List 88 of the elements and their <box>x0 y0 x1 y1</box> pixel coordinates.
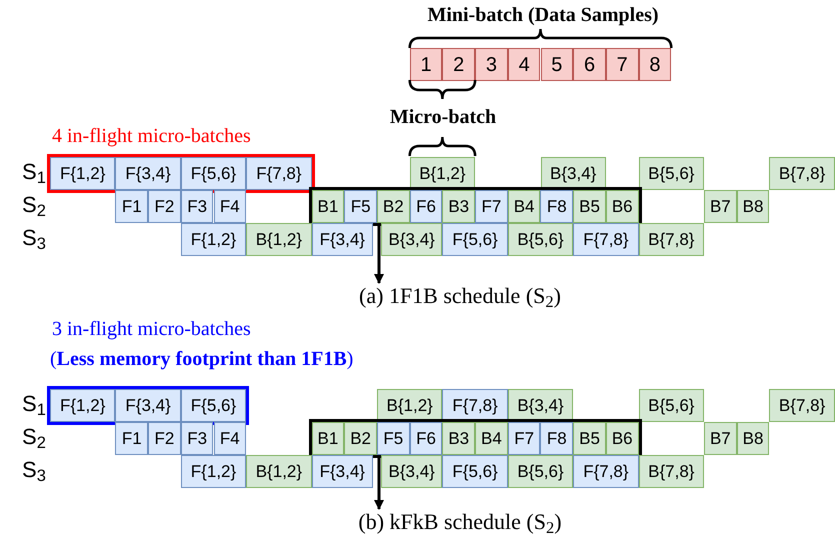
backward-pass-block: B3 <box>442 422 476 455</box>
highlight-frame <box>47 154 315 193</box>
forward-pass-block: F2 <box>148 190 181 223</box>
backward-pass-block: B{3,4} <box>540 157 606 190</box>
schedule-caption: (a) 1F1B schedule (S$_{2}$) <box>300 281 620 311</box>
annotation-text: 3 in-flight micro-batches <box>52 317 251 342</box>
brace-label: Micro-batch <box>390 105 496 130</box>
data-sample-block: 6 <box>573 48 606 81</box>
backward-pass-block: B{1,2} <box>246 455 312 488</box>
data-sample-block: 8 <box>638 48 672 81</box>
backward-pass-block: B{7,8} <box>769 157 835 190</box>
backward-pass-block: B3 <box>442 190 476 223</box>
backward-pass-block: B{3,4} <box>381 455 442 488</box>
forward-pass-block: F{7,8} <box>442 389 508 422</box>
forward-pass-block: F8 <box>540 422 574 455</box>
forward-pass-block: F{5,6} <box>180 157 246 190</box>
backward-pass-block: B6 <box>606 190 639 223</box>
forward-pass-block: F{3,4} <box>115 389 181 422</box>
forward-pass-block: F3 <box>180 422 214 455</box>
data-sample-block: 3 <box>475 48 508 81</box>
forward-pass-block: F{5,6} <box>180 389 246 422</box>
annotation-text: 4 in-flight micro-batches <box>52 124 251 149</box>
forward-pass-block: F{1,2} <box>50 157 116 190</box>
stage-label: S$_{1}$ <box>22 390 46 418</box>
stage-label: S$_{2}$ <box>22 191 46 218</box>
data-sample-block: 7 <box>606 48 639 81</box>
backward-pass-block: B{7,8} <box>769 389 835 422</box>
forward-pass-block: F{1,2} <box>180 223 246 256</box>
forward-pass-block: F{7,8} <box>246 157 312 190</box>
forward-pass-block: F4 <box>214 190 246 223</box>
forward-pass-block: F5 <box>344 190 377 223</box>
backward-pass-block: B8 <box>736 190 770 223</box>
data-sample-block: 4 <box>508 48 540 81</box>
forward-pass-block: F1 <box>115 190 148 223</box>
backward-pass-block: B{5,6} <box>638 157 704 190</box>
arrow <box>374 458 384 510</box>
forward-pass-block: F1 <box>115 422 148 455</box>
backward-pass-block: B{5,6} <box>508 455 574 488</box>
forward-pass-block: F{7,8} <box>573 455 639 488</box>
forward-pass-block: F{7,8} <box>573 223 639 256</box>
forward-pass-block: F7 <box>508 422 540 455</box>
backward-pass-block: B4 <box>475 422 508 455</box>
stage-label: S$_{3}$ <box>22 224 46 252</box>
schedule-caption: (b) kFkB schedule (S$_{2}$) <box>300 507 620 537</box>
backward-pass-block: B{1,2} <box>246 223 312 256</box>
forward-pass-block: F6 <box>410 190 442 223</box>
annotation-text: (Less memory footprint than 1F1B) <box>50 347 354 372</box>
forward-pass-block: F{1,2} <box>180 455 246 488</box>
backward-pass-block: B{1,2} <box>410 157 476 190</box>
backward-pass-block: B{5,6} <box>508 223 574 256</box>
forward-pass-block: F4 <box>214 422 246 455</box>
data-sample-block: 5 <box>540 48 574 81</box>
forward-pass-block: F3 <box>180 190 214 223</box>
backward-pass-block: B{3,4} <box>381 223 442 256</box>
forward-pass-block: F7 <box>475 190 508 223</box>
stage-label: S$_{1}$ <box>22 158 46 186</box>
backward-pass-block: B2 <box>344 422 377 455</box>
forward-pass-block: F6 <box>410 422 442 455</box>
forward-pass-block: F5 <box>376 422 410 455</box>
backward-pass-block: B{7,8} <box>638 223 704 256</box>
forward-pass-block: F{3,4} <box>312 455 373 488</box>
forward-pass-block: F{3,4} <box>312 223 373 256</box>
backward-pass-block: B{5,6} <box>638 389 704 422</box>
arrow <box>374 226 384 284</box>
forward-pass-block: F2 <box>148 422 181 455</box>
backward-pass-block: B8 <box>736 422 770 455</box>
forward-pass-block: F{5,6} <box>442 223 508 256</box>
stage-label: S$_{3}$ <box>22 456 46 484</box>
backward-pass-block: B5 <box>573 422 606 455</box>
forward-pass-block: F{5,6} <box>442 455 508 488</box>
highlight-frame <box>47 386 250 425</box>
backward-pass-block: B1 <box>312 422 344 455</box>
backward-pass-block: B{1,2} <box>377 389 442 422</box>
data-sample-block: 1 <box>410 48 442 81</box>
backward-pass-block: B2 <box>376 190 410 223</box>
forward-pass-block: F8 <box>540 190 574 223</box>
forward-pass-block: F{1,2} <box>50 389 116 422</box>
backward-pass-block: B7 <box>704 190 737 223</box>
backward-pass-block: B5 <box>573 190 606 223</box>
brace-label: Mini-batch (Data Samples) <box>427 3 659 28</box>
forward-pass-block: F{3,4} <box>115 157 181 190</box>
backward-pass-block: B7 <box>704 422 737 455</box>
stage-label: S$_{2}$ <box>22 423 46 450</box>
backward-pass-block: B4 <box>508 190 540 223</box>
backward-pass-block: B{7,8} <box>638 455 704 488</box>
data-sample-block: 2 <box>442 48 476 81</box>
backward-pass-block: B1 <box>312 190 344 223</box>
backward-pass-block: B6 <box>606 422 639 455</box>
